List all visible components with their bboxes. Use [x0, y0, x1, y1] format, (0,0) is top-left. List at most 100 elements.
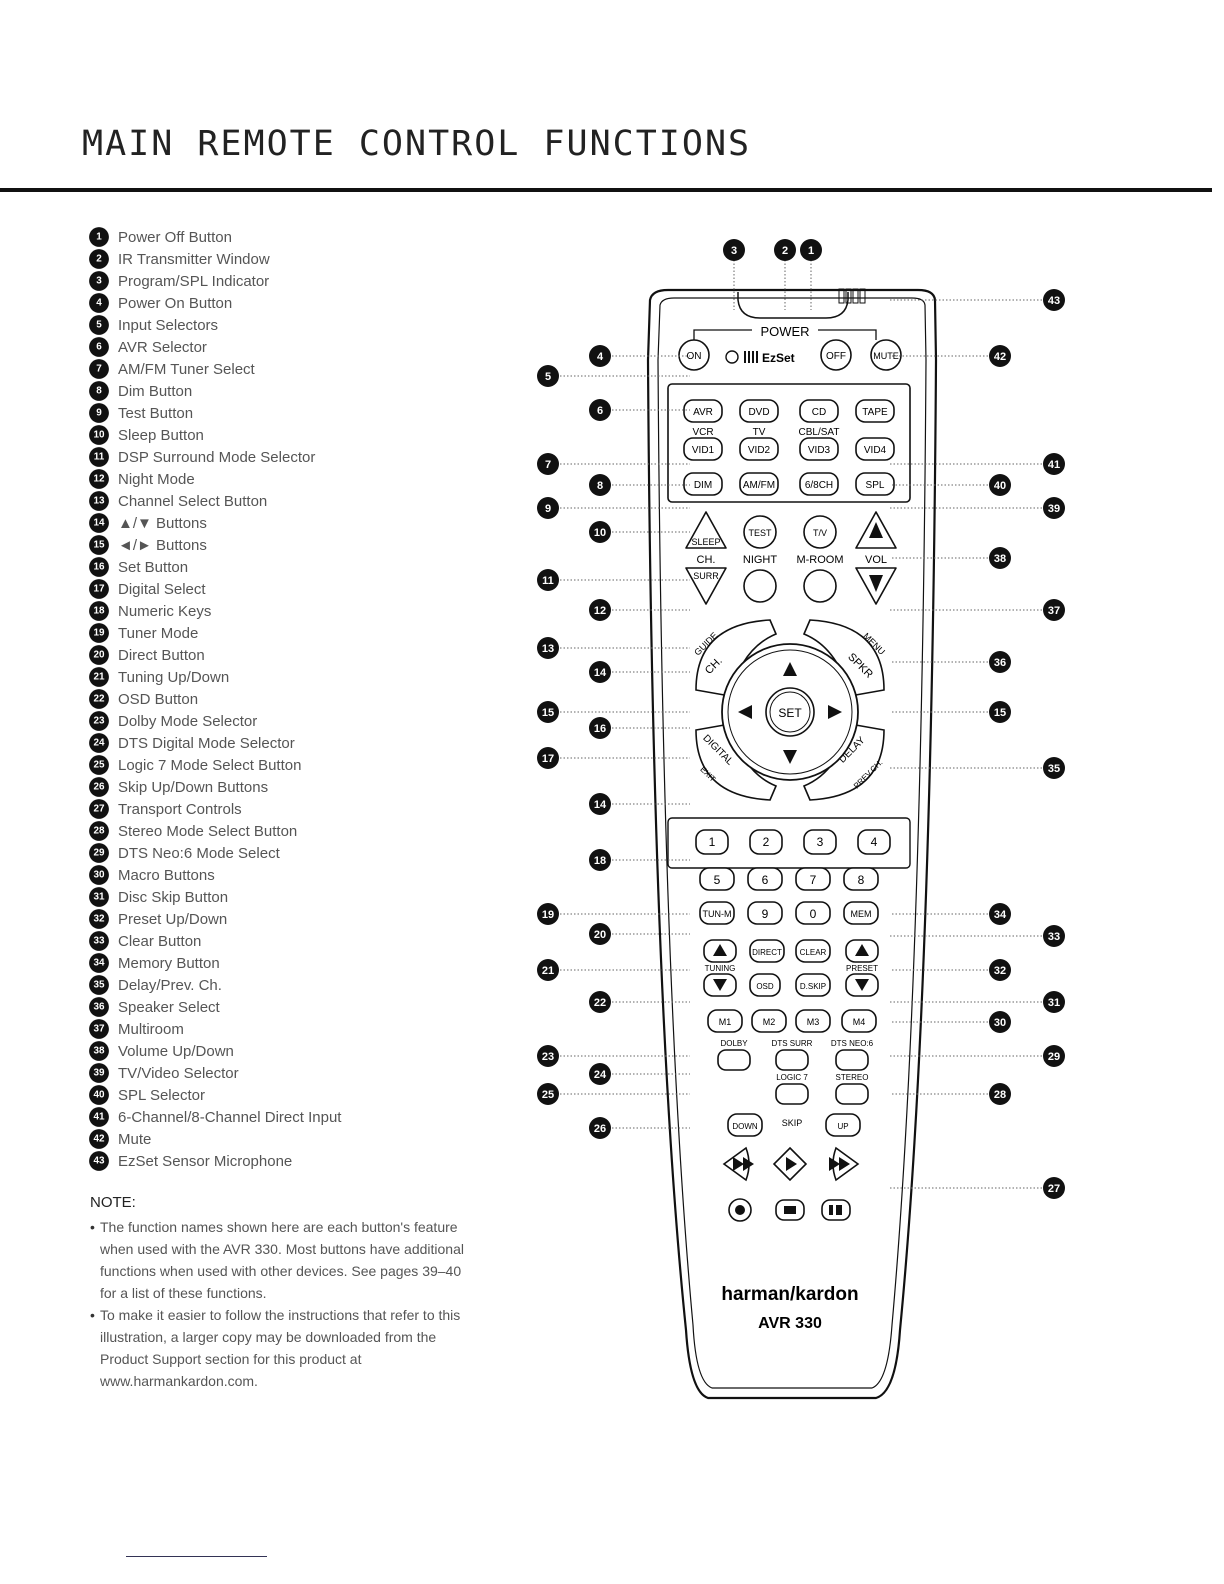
dim-button[interactable]: DIM	[683, 472, 723, 496]
numeric-key-8[interactable]: 8	[843, 867, 879, 891]
mute-button[interactable]: MUTE	[870, 339, 902, 371]
direct-button[interactable]: DIRECT	[749, 939, 785, 963]
svg-text:M1: M1	[719, 1017, 732, 1027]
dolby-button[interactable]	[717, 1049, 751, 1071]
preset-down-button[interactable]	[845, 973, 879, 997]
legend-label: DTS Neo:6 Mode Select	[118, 844, 280, 862]
svg-text:22: 22	[594, 997, 606, 1009]
numeric-key-0[interactable]: 0	[795, 901, 831, 925]
dts-neo6-button[interactable]	[835, 1049, 869, 1071]
set-button[interactable]: SET	[765, 687, 815, 737]
svg-text:20: 20	[594, 929, 606, 941]
svg-text:MEM: MEM	[851, 909, 872, 919]
dts-digital-button[interactable]	[775, 1049, 809, 1071]
macro-m2-button[interactable]: M2	[751, 1009, 787, 1033]
skip-down-button[interactable]: DOWN	[727, 1113, 763, 1137]
callout-badge: 17	[89, 579, 109, 599]
svg-text:ON: ON	[687, 351, 702, 362]
up-arrow-icon[interactable]	[783, 662, 797, 676]
numeric-key-6[interactable]: 6	[747, 867, 783, 891]
callout-40: 40	[989, 474, 1011, 496]
callout-badge: 14	[89, 513, 109, 533]
logic7-button[interactable]	[775, 1083, 809, 1105]
night-button[interactable]	[743, 569, 777, 603]
callout-24: 24	[589, 1063, 611, 1085]
callout-5: 5	[537, 365, 559, 387]
power-on-button[interactable]: ON	[678, 339, 710, 371]
right-arrow-icon[interactable]	[828, 705, 842, 719]
callout-badge: 2	[89, 249, 109, 269]
callout-badge: 8	[89, 381, 109, 401]
clear-button[interactable]: CLEAR	[795, 939, 831, 963]
volume-down-button[interactable]	[855, 567, 897, 605]
stop-button[interactable]	[775, 1199, 805, 1221]
numeric-key-4[interactable]: 4	[857, 829, 891, 855]
channel-select-button[interactable]: GUIDE CH.	[692, 619, 778, 697]
vid4-button[interactable]: VID4	[855, 437, 895, 461]
macro-m4-button[interactable]: M4	[841, 1009, 877, 1033]
numeric-key-2[interactable]: 2	[749, 829, 783, 855]
speaker-select-button[interactable]: MENU SPKR	[802, 619, 887, 697]
svg-text:36: 36	[994, 657, 1006, 669]
callout-7: 7	[537, 453, 559, 475]
volume-up-button[interactable]	[855, 511, 897, 549]
legend-label: Logic 7 Mode Select Button	[118, 756, 302, 774]
digital-select-button[interactable]: DIGITAL EXIT	[695, 723, 778, 801]
left-arrow-icon[interactable]	[738, 705, 752, 719]
down-arrow-icon[interactable]	[783, 750, 797, 764]
multiroom-button[interactable]	[803, 569, 837, 603]
input-sub-label: CBL/SAT	[799, 427, 840, 438]
tuning-down-button[interactable]	[703, 973, 737, 997]
dvd-button[interactable]: DVD	[739, 399, 779, 423]
callout-10: 10	[589, 521, 611, 543]
sleep-button[interactable]: SLEEP	[685, 511, 727, 549]
am-fm-button[interactable]: AM/FM	[739, 472, 779, 496]
disc-skip-button[interactable]: D.SKIP	[795, 973, 831, 997]
6-8ch-button[interactable]: 6/8CH	[799, 472, 839, 496]
legend-label: Digital Select	[118, 580, 206, 598]
svg-text:1: 1	[808, 245, 814, 257]
avr-button[interactable]: AVR	[683, 399, 723, 423]
record-button[interactable]	[728, 1198, 752, 1222]
vid3-button[interactable]: VID3	[799, 437, 839, 461]
vid1-button[interactable]: VID1	[683, 437, 723, 461]
power-off-button[interactable]: OFF	[820, 339, 852, 371]
numeric-key-1[interactable]: 1	[695, 829, 729, 855]
tape-button[interactable]: TAPE	[855, 399, 895, 423]
macro-m3-button[interactable]: M3	[795, 1009, 831, 1033]
stereo-button[interactable]	[835, 1083, 869, 1105]
numeric-key-7[interactable]: 7	[795, 867, 831, 891]
svg-text:34: 34	[994, 909, 1007, 921]
pause-button[interactable]	[821, 1199, 851, 1221]
surround-mode-button[interactable]: SURR	[685, 567, 727, 605]
numeric-key-9[interactable]: 9	[747, 901, 783, 925]
svg-text:4: 4	[871, 835, 878, 849]
cd-button[interactable]: CD	[799, 399, 839, 423]
osd-button[interactable]: OSD	[749, 973, 781, 997]
svg-text:M3: M3	[807, 1017, 820, 1027]
svg-text:16: 16	[594, 723, 606, 735]
callout-badge: 39	[89, 1063, 109, 1083]
macro-m1-button[interactable]: M1	[707, 1009, 743, 1033]
numeric-key-3[interactable]: 3	[803, 829, 837, 855]
callout-22: 22	[589, 991, 611, 1013]
legend-label: ◄/► Buttons	[118, 536, 207, 554]
svg-text:VID2: VID2	[748, 445, 771, 456]
tv-video-button[interactable]: T/V	[803, 515, 837, 549]
tuning-up-button[interactable]	[703, 939, 737, 963]
spl-button[interactable]: SPL	[855, 472, 895, 496]
vid2-button[interactable]: VID2	[739, 437, 779, 461]
svg-text:35: 35	[1048, 763, 1060, 775]
test-button[interactable]: TEST	[743, 515, 777, 549]
numeric-key-5[interactable]: 5	[699, 867, 735, 891]
svg-text:1: 1	[709, 835, 716, 849]
memory-button[interactable]: MEM	[843, 901, 879, 925]
tuner-mode-button[interactable]: TUN-M	[699, 901, 735, 925]
callout-4: 4	[589, 345, 611, 367]
skip-up-button[interactable]: UP	[825, 1113, 861, 1137]
preset-up-button[interactable]	[845, 939, 879, 963]
